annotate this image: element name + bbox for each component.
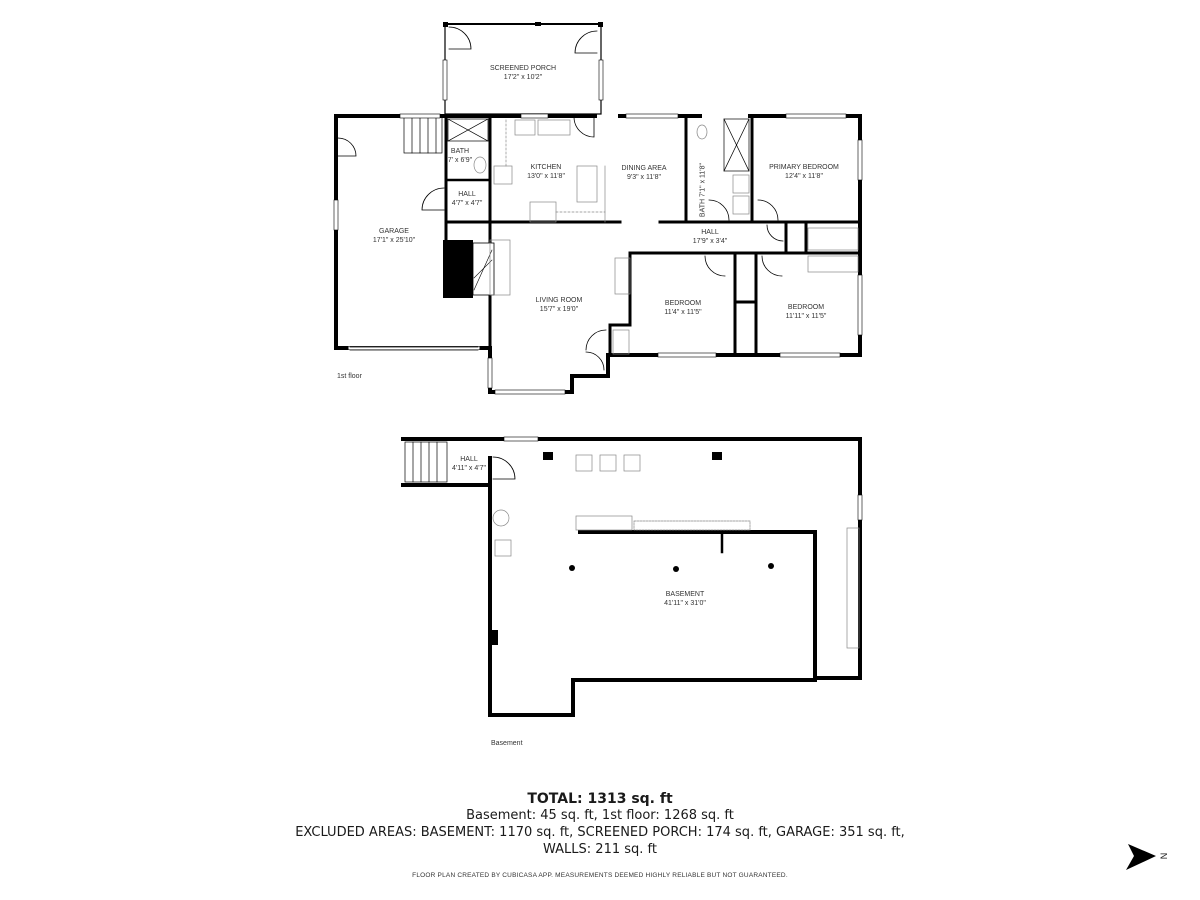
floor-label-1st: 1st floor	[337, 373, 362, 380]
floor-label-basement: Basement	[491, 740, 523, 747]
room-label-bath-2: BATH 7'1" x 11'8"	[699, 163, 707, 218]
room-label-hall-2: HALL 17'9" x 3'4"	[692, 229, 728, 245]
room-label-garage: GARAGE 17'1" x 25'10"	[372, 228, 416, 244]
room-label-bedroom-2: BEDROOM 11'11" x 11'5"	[785, 304, 827, 320]
north-arrow-icon	[1126, 844, 1156, 870]
summary-line1: Basement: 45 sq. ft, 1st floor: 1268 sq.…	[466, 808, 734, 823]
room-label-bedroom-1: BEDROOM 11'4" x 11'5"	[664, 300, 702, 316]
room-label-kitchen: KITCHEN 13'0" x 11'8"	[527, 164, 565, 180]
room-label-dining-area: DINING AREA 9'3" x 11'8"	[621, 165, 667, 181]
summary-line3: WALLS: 211 sq. ft	[543, 842, 657, 857]
room-label-hall-1: HALL 4'7" x 4'7"	[451, 191, 483, 207]
room-label-primary-bedroom: PRIMARY BEDROOM 12'4" x 11'8"	[769, 164, 839, 180]
summary-total: TOTAL: 1313 sq. ft	[527, 791, 673, 807]
summary-line2: EXCLUDED AREAS: BASEMENT: 1170 sq. ft, S…	[295, 825, 905, 840]
first-floor-plan	[333, 22, 863, 395]
room-label-basement-hall: HALL 4'11" x 4'7"	[452, 456, 486, 472]
disclaimer: FLOOR PLAN CREATED BY CUBICASA APP. MEAS…	[412, 872, 788, 879]
north-label: N	[1158, 852, 1169, 860]
basement-plan	[401, 436, 863, 717]
room-label-basement: BASEMENT 41'11" x 31'0"	[664, 591, 706, 607]
north-arrow: N	[1122, 842, 1172, 872]
room-label-bath-1: BATH 7' x 6'9"	[447, 148, 473, 164]
room-label-screened-porch: SCREENED PORCH 17'2" x 10'2"	[489, 65, 557, 81]
room-label-living-room: LIVING ROOM 15'7" x 19'0"	[535, 297, 583, 313]
